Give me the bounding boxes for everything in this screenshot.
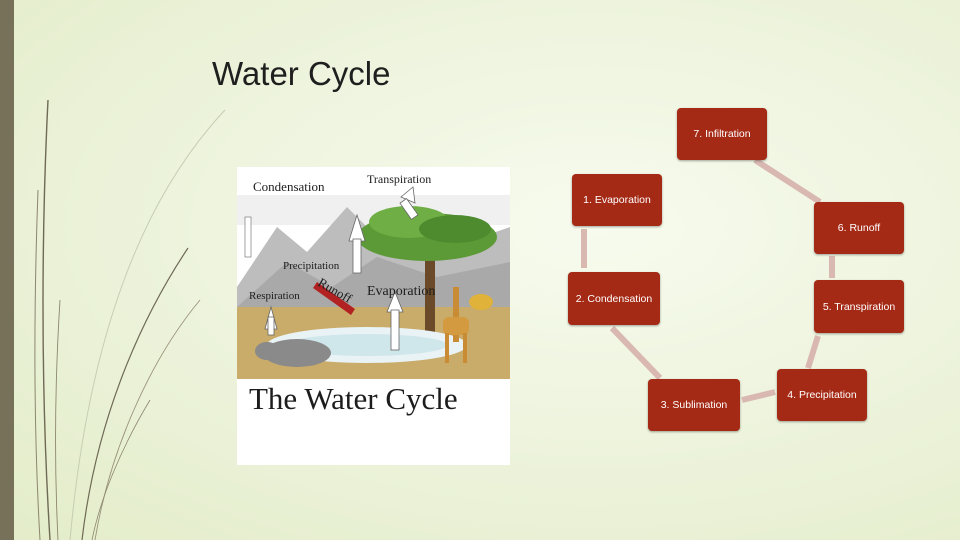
cycle-node-evaporation: 1. Evaporation: [572, 174, 662, 226]
cycle-connector-5: [741, 389, 776, 403]
cycle-node-infiltration: 7. Infiltration: [677, 108, 767, 160]
cycle-node-precipitation: 4. Precipitation: [777, 369, 867, 421]
label-precipitation: Precipitation: [283, 260, 340, 272]
slide-title: Water Cycle: [212, 55, 391, 92]
label-evaporation: Evaporation: [367, 284, 435, 299]
illustration-caption: The Water Cycle: [249, 381, 458, 416]
cycle-connector-0: [753, 157, 822, 205]
cycle-connector-3: [609, 325, 663, 381]
cycle-node-sublimation: 3. Sublimation: [648, 379, 740, 431]
cycle-node-transpiration: 5. Transpiration: [814, 280, 904, 333]
cycle-node-condensation: 2. Condensation: [568, 272, 660, 325]
label-condensation: Condensation: [253, 179, 325, 194]
label-respiration: Respiration: [249, 290, 300, 302]
water-cycle-illustration: Condensation Transpiration Precipitation…: [237, 167, 510, 465]
cycle-connector-4: [805, 335, 821, 369]
label-transpiration: Transpiration: [367, 172, 431, 186]
cycle-node-runoff: 6. Runoff: [814, 202, 904, 254]
left-sidebar-bar: [0, 0, 14, 540]
